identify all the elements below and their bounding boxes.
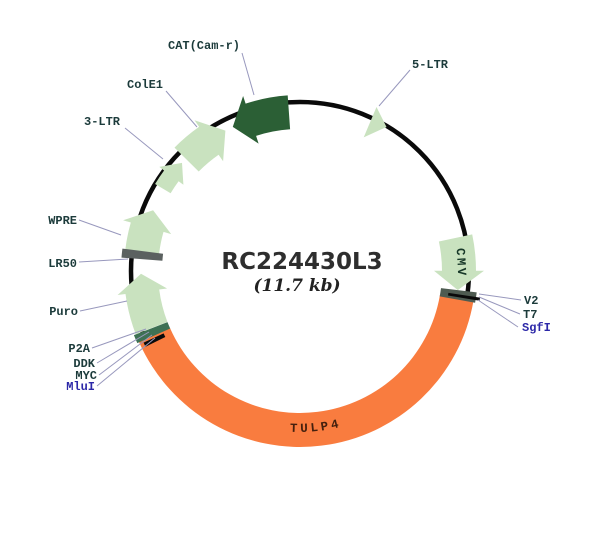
plasmid-name-label: RC224430L3 (221, 249, 382, 275)
label-mlui: MluI (66, 380, 95, 394)
feature-v2-site-tick (448, 292, 480, 301)
leader-line-v2 (478, 293, 522, 301)
label-3-ltr: 3-LTR (84, 115, 121, 129)
leader-line-3-ltr (124, 127, 164, 160)
feature-puro (117, 273, 168, 335)
label-cat-camr: CAT(Cam-r) (168, 39, 240, 53)
leader-line-myc (98, 334, 153, 376)
label-lr50: LR50 (48, 257, 77, 271)
label-myc: MYC (75, 369, 97, 383)
leader-line-mlui (96, 337, 156, 387)
feature-cat-camr (232, 95, 291, 144)
leader-line-cole1 (165, 90, 198, 128)
plasmid-size-label: (11.7 kb) (253, 276, 340, 296)
feature-5-ltr (363, 107, 387, 138)
label-cmv: CMV (453, 248, 469, 279)
leader-line-lr50 (78, 258, 129, 263)
leader-line-puro (79, 300, 128, 312)
feature-tulp4 (139, 295, 474, 447)
feature-lr50 (121, 248, 164, 261)
label-p2a: P2A (68, 342, 90, 356)
leader-line-p2a (91, 328, 147, 349)
leader-line-sgfi (477, 299, 519, 328)
leader-line-wpre (78, 219, 122, 236)
label-wpre: WPRE (48, 214, 77, 228)
feature-cole1 (174, 120, 226, 172)
label-v2: V2 (524, 294, 538, 308)
feature-p2a (133, 322, 171, 344)
leader-line-ddk (96, 331, 150, 364)
leader-line-t7 (478, 296, 521, 315)
feature-wpre (123, 210, 172, 254)
label-puro: Puro (49, 305, 78, 319)
label-cole1: ColE1 (127, 78, 163, 92)
feature-cmv (434, 234, 484, 291)
feature-3-ltr (155, 162, 184, 194)
label-t7: T7 (523, 308, 537, 322)
leader-line-5-ltr (378, 69, 411, 107)
leader-line-cat-camr (241, 52, 255, 96)
label-sgfi: SgfI (522, 321, 551, 335)
plasmid-drawing: CAT(Cam-r) ColE1 3-LTR WPRE LR50PuroP2ADDKMY… (48, 39, 551, 447)
label-ddk: DDK (73, 357, 95, 371)
label-5-ltr: 5-LTR (412, 58, 449, 72)
